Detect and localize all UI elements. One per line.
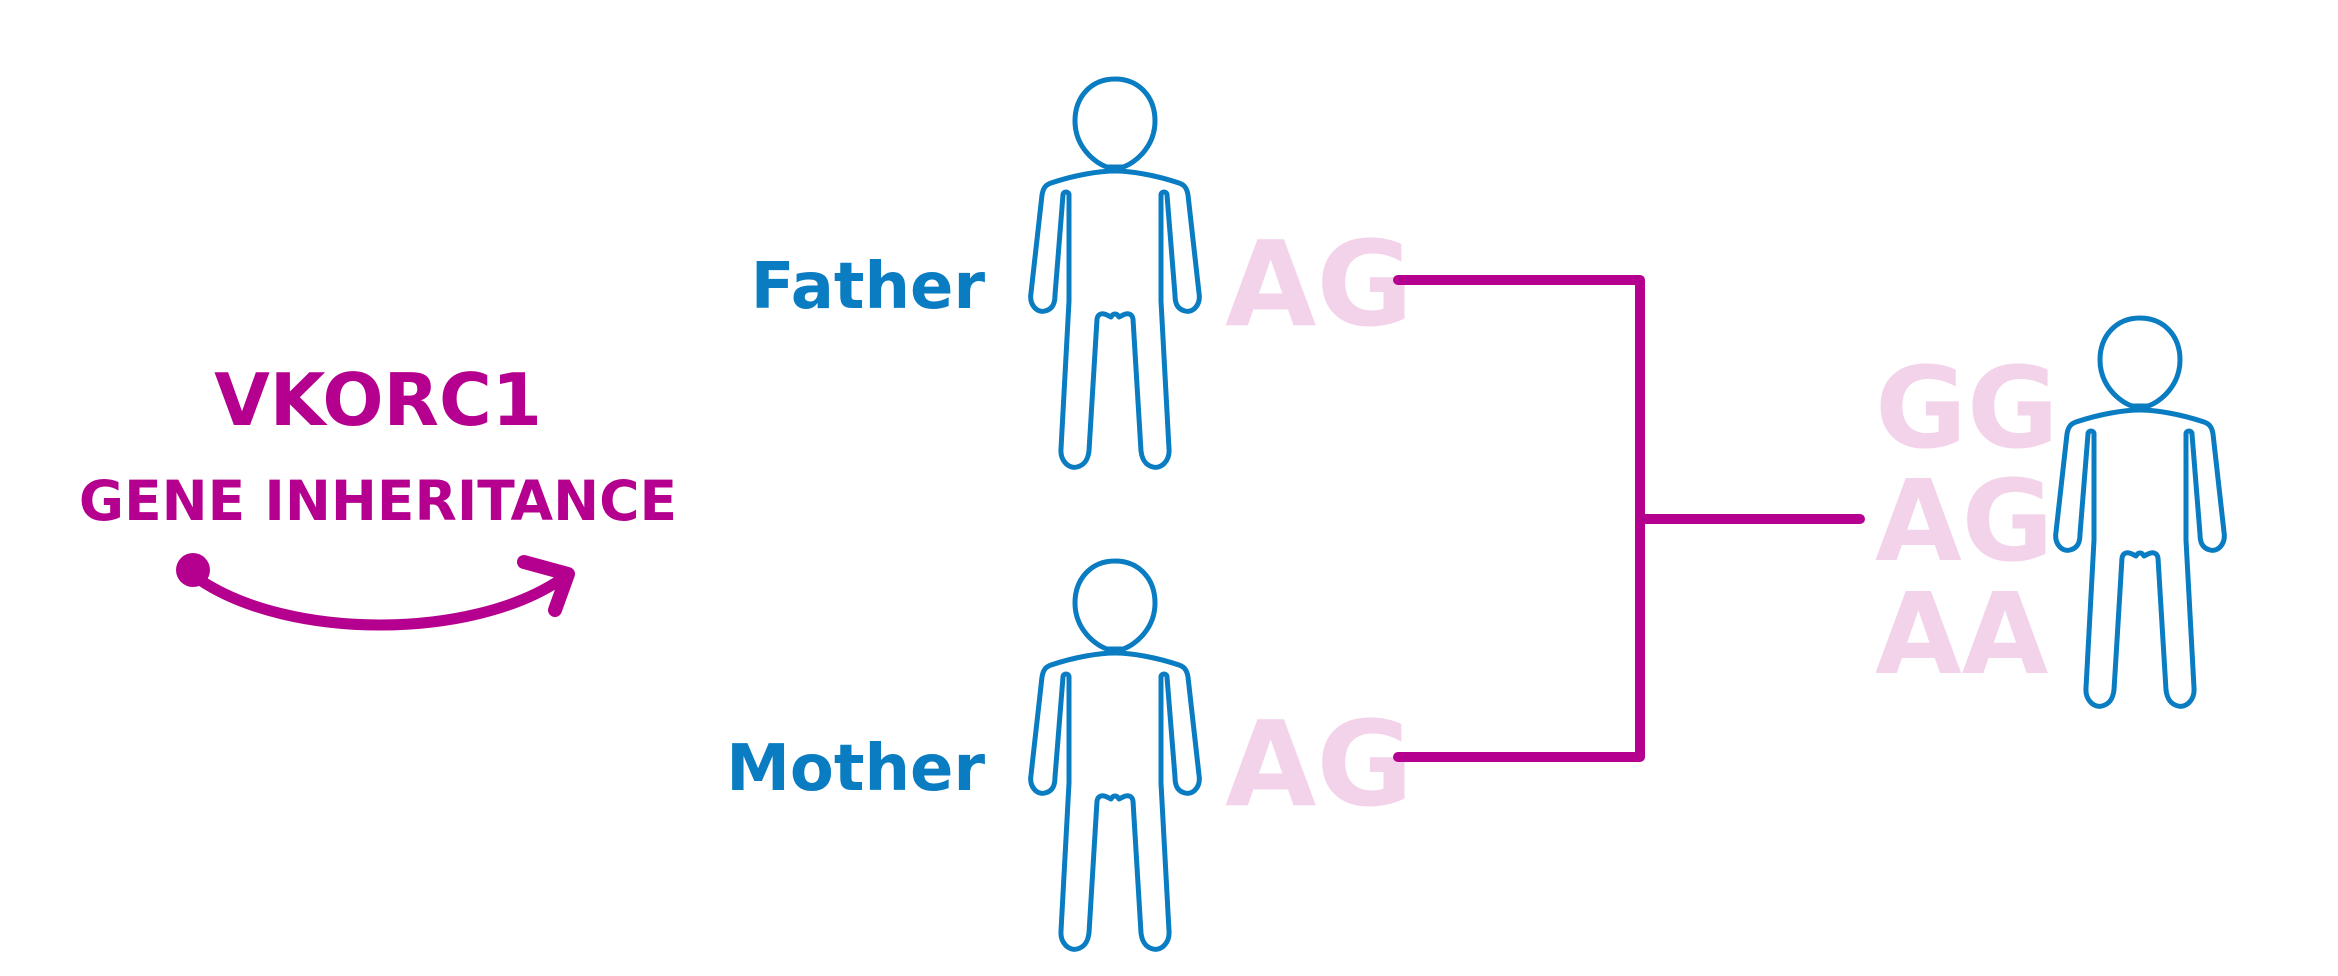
title-subtitle: GENE INHERITANCE — [79, 469, 677, 533]
child-genotype-option: GG — [1875, 344, 2059, 474]
inheritance-connector — [1393, 275, 1865, 762]
child-person-icon — [2056, 318, 2225, 706]
father-genotype: AG — [1225, 215, 1413, 353]
child-genotype-option: AA — [1875, 570, 2049, 700]
mother-person-icon — [1031, 561, 1200, 949]
inheritance-arrow-icon — [176, 553, 575, 631]
title-gene-name: VKORC1 — [214, 358, 542, 442]
father-label: Father — [751, 250, 986, 324]
mother-label: Mother — [726, 732, 985, 806]
child-genotype-option: AG — [1875, 457, 2054, 587]
father-person-icon — [1031, 79, 1200, 467]
mother-genotype: AG — [1225, 695, 1413, 833]
